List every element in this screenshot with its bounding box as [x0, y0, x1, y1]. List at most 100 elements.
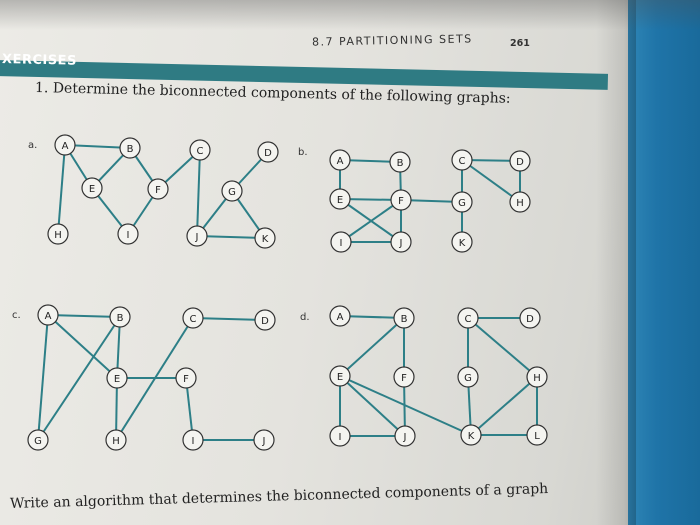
node-label-J: J	[403, 432, 407, 443]
node-C	[189, 139, 211, 161]
node-label-G: G	[464, 373, 472, 384]
node-A	[329, 305, 351, 327]
edge-J-K	[196, 235, 266, 239]
edge-C-H	[461, 159, 521, 203]
graph-label: a.	[28, 140, 37, 151]
node-label-A: A	[45, 311, 52, 322]
node-label-I: I	[127, 230, 130, 241]
node-C	[182, 307, 204, 329]
node-B	[119, 137, 141, 159]
node-J	[253, 429, 275, 451]
node-G	[27, 429, 49, 451]
edge-E-K	[339, 375, 472, 436]
node-label-K: K	[459, 238, 466, 249]
node-B	[109, 306, 131, 328]
node-label-J: J	[399, 238, 403, 249]
node-J	[394, 425, 416, 447]
node-A	[329, 149, 351, 171]
node-I	[117, 223, 139, 245]
node-label-E: E	[89, 184, 95, 195]
node-G	[451, 191, 473, 213]
node-label-G: G	[228, 187, 236, 198]
node-L	[526, 424, 548, 446]
node-label-C: C	[465, 314, 472, 325]
node-label-I: I	[340, 238, 343, 249]
edge-C-D	[192, 317, 266, 321]
node-E	[106, 367, 128, 389]
node-B	[389, 151, 411, 173]
node-label-E: E	[114, 374, 120, 385]
node-J	[390, 231, 412, 253]
node-F	[147, 178, 169, 200]
node-G	[457, 366, 479, 388]
node-label-E: E	[337, 195, 343, 206]
node-F	[393, 366, 415, 388]
node-A	[37, 304, 59, 326]
node-label-D: D	[526, 314, 534, 325]
edge-E-B	[339, 317, 405, 377]
page-number: 261	[510, 38, 530, 49]
node-E	[329, 188, 351, 210]
edge-A-E	[47, 314, 118, 379]
node-label-I: I	[339, 432, 342, 443]
node-K	[254, 227, 276, 249]
node-label-D: D	[261, 316, 269, 327]
node-label-K: K	[468, 431, 475, 442]
edge-A-B	[47, 314, 121, 318]
node-label-I: I	[192, 436, 195, 447]
node-label-A: A	[337, 312, 344, 323]
node-label-H: H	[516, 198, 524, 209]
node-label-F: F	[398, 196, 404, 207]
node-label-B: B	[117, 313, 124, 324]
node-label-H: H	[54, 230, 62, 241]
top-shadow	[0, 0, 700, 30]
node-label-B: B	[397, 158, 404, 169]
edge-F-I	[340, 199, 402, 243]
book-cover-edge	[628, 0, 700, 525]
node-I	[182, 429, 204, 451]
node-label-G: G	[458, 198, 466, 209]
node-label-G: G	[34, 436, 42, 447]
node-label-J: J	[195, 232, 199, 243]
node-label-F: F	[401, 373, 407, 384]
node-F	[390, 189, 412, 211]
node-D	[519, 307, 541, 329]
node-C	[451, 149, 473, 171]
node-label-C: C	[197, 146, 204, 157]
node-label-H: H	[533, 373, 541, 384]
edge-C-H	[467, 317, 538, 378]
node-G	[221, 180, 243, 202]
graph-a: a. A B C D E F G H I J K	[28, 134, 279, 249]
node-label-K: K	[262, 234, 269, 245]
node-label-A: A	[62, 141, 69, 152]
node-E	[329, 365, 351, 387]
node-D	[254, 309, 276, 331]
node-label-B: B	[127, 144, 134, 155]
node-J	[186, 225, 208, 247]
node-label-A: A	[337, 156, 344, 167]
node-E	[81, 177, 103, 199]
node-A	[54, 134, 76, 156]
node-label-D: D	[516, 157, 524, 168]
graph-label: d.	[300, 312, 310, 323]
node-label-E: E	[337, 372, 343, 383]
node-I	[329, 425, 351, 447]
node-label-L: L	[534, 431, 540, 442]
node-H	[526, 366, 548, 388]
node-F	[175, 367, 197, 389]
edge-B-G	[37, 316, 121, 441]
node-K	[460, 424, 482, 446]
node-label-D: D	[264, 148, 272, 159]
edge-E-J	[339, 375, 406, 437]
node-label-J: J	[262, 436, 266, 447]
node-label-F: F	[155, 185, 161, 196]
graph-label: c.	[12, 310, 21, 321]
node-B	[393, 307, 415, 329]
node-D	[509, 150, 531, 172]
node-label-C: C	[190, 314, 197, 325]
